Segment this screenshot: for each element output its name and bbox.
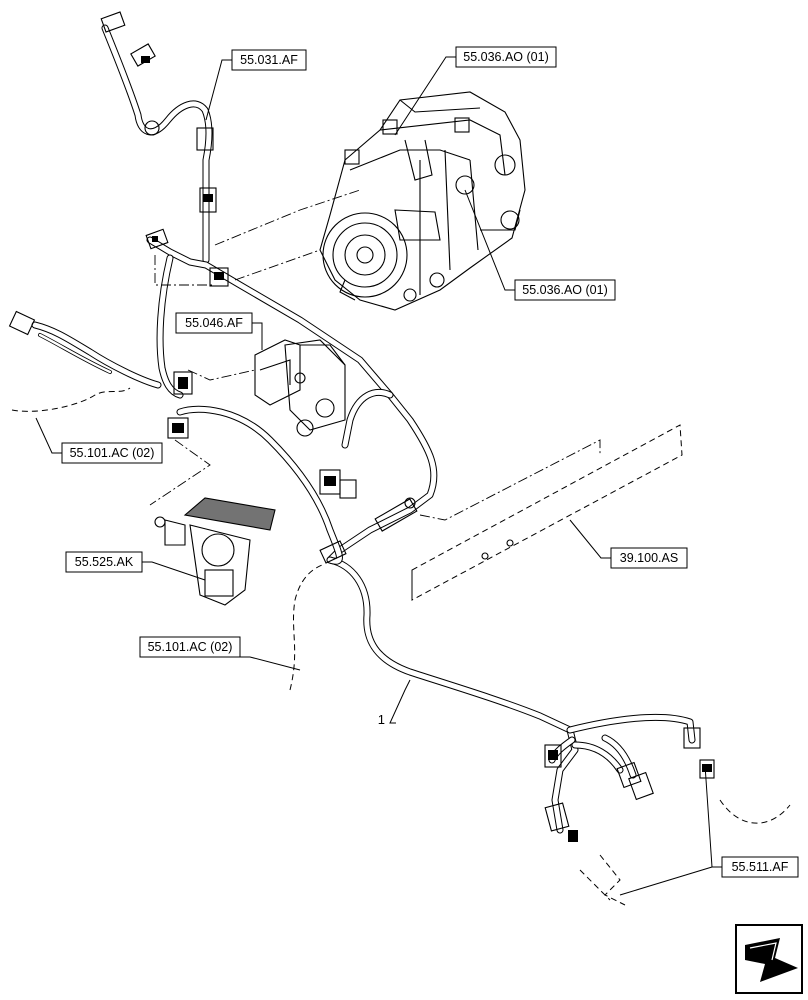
callout-55-031-af[interactable]: 55.031.AF — [205, 49, 307, 121]
callout-55-036-ao-top[interactable]: 55.036.AO (01) — [394, 46, 557, 136]
callout-55-525-ak[interactable]: 55.525.AK — [65, 551, 206, 581]
phantom-outlines — [11, 189, 791, 906]
callout-label: 55.101.AC (02) — [148, 640, 233, 654]
callout-label: 55.511.AF — [732, 860, 789, 874]
callout-55-511-af[interactable]: 55.511.AF — [619, 764, 799, 896]
main-wiring-harness — [31, 236, 696, 834]
callout-39-100-as[interactable]: 39.100.AS — [569, 519, 688, 569]
callout-label: 55.525.AK — [75, 555, 134, 569]
callout-label: 39.100.AS — [620, 551, 678, 565]
item-number-label: 1 — [378, 712, 385, 727]
callout-label: 55.036.AO (01) — [522, 283, 607, 297]
callout-item-1[interactable]: 1 — [378, 679, 411, 727]
callout-label: 55.101.AC (02) — [70, 446, 155, 460]
foot-pedal-assembly — [154, 497, 276, 606]
callout-55-101-ac-bottom[interactable]: 55.101.AC (02) — [139, 636, 301, 671]
next-page-arrow-icon[interactable] — [735, 924, 803, 994]
top-sensor-harness — [100, 11, 217, 264]
callout-55-046-af[interactable]: 55.046.AF — [175, 312, 263, 350]
callout-55-036-ao-bottom[interactable]: 55.036.AO (01) — [464, 189, 616, 301]
callout-label: 55.031.AF — [240, 53, 298, 67]
callout-label: 55.046.AF — [185, 316, 243, 330]
callout-55-101-ac-top[interactable]: 55.101.AC (02) — [35, 417, 163, 464]
callout-label: 55.036.AO (01) — [463, 50, 548, 64]
hydraulic-pump-assembly — [319, 91, 526, 311]
solenoid-valve-block — [254, 339, 346, 437]
harness-connectors — [8, 228, 715, 842]
mounting-plate — [411, 424, 683, 601]
